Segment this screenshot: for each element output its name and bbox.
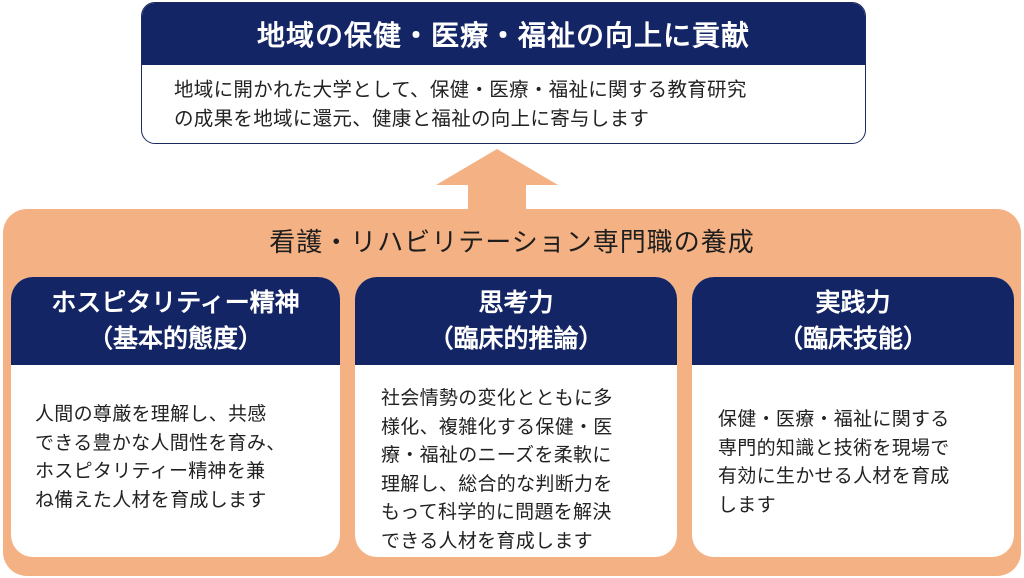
goal-box: 地域の保健・医療・福祉の向上に貢献 地域に開かれた大学として、保健・医療・福祉に… bbox=[141, 2, 866, 144]
card-hospitality: ホスピタリティー精神 （基本的態度） 人間の尊厳を理解し、共感 できる豊かな人間… bbox=[11, 277, 340, 557]
card-line: します bbox=[718, 493, 776, 516]
card-header: 思考力 （臨床的推論） bbox=[355, 277, 677, 365]
training-title: 看護・リハビリテーション専門職の養成 bbox=[269, 228, 755, 258]
goal-line: の成果を地域に還元、健康と福祉の向上に寄与します bbox=[174, 107, 650, 130]
goal-title: 地域の保健・医療・福祉の向上に貢献 bbox=[142, 3, 865, 65]
card-subtitle: （基本的態度） bbox=[87, 324, 263, 353]
card-line: できる人材を育成します bbox=[381, 529, 593, 552]
card-line: 専門的知識と技術を現場で bbox=[718, 436, 950, 459]
card-line: もって科学的に問題を解決 bbox=[381, 501, 612, 523]
card-header: ホスピタリティー精神 （基本的態度） bbox=[11, 277, 340, 365]
card-line: できる豊かな人間性を育み、 bbox=[35, 431, 286, 454]
card-subtitle: （臨床的推論） bbox=[428, 324, 604, 353]
card-title: ホスピタリティー精神 bbox=[51, 288, 300, 317]
card-title: 思考力 bbox=[478, 288, 554, 317]
card-line: 様化、複雑化する保健・医 bbox=[381, 415, 613, 438]
card-practice: 実践力 （臨床技能） 保健・医療・福祉に関する 専門的知識と技術を現場で 有効に… bbox=[692, 277, 1014, 557]
goal-description: 地域に開かれた大学として、保健・医療・福祉に関する教育研究 の成果を地域に還元、… bbox=[174, 75, 844, 133]
card-line: 保健・医療・福祉に関する bbox=[718, 408, 950, 430]
card-line: 人間の尊厳を理解し、共感 bbox=[35, 403, 267, 425]
card-thinking: 思考力 （臨床的推論） 社会情勢の変化とともに多 様化、複雑化する保健・医 療・… bbox=[355, 277, 677, 557]
card-subtitle: （臨床技能） bbox=[777, 324, 928, 353]
card-line: ね備えた人材を育成します bbox=[35, 488, 267, 511]
card-description: 保健・医療・福祉に関する 専門的知識と技術を現場で 有効に生かせる人材を育成 し… bbox=[718, 405, 998, 519]
card-description: 社会情勢の変化とともに多 様化、複雑化する保健・医 療・福祉のニーズを柔軟に 理… bbox=[381, 384, 661, 555]
card-line: 理解し、総合的な判断力を bbox=[381, 472, 613, 495]
card-line: 療・福祉のニーズを柔軟に bbox=[381, 444, 612, 466]
card-line: 有効に生かせる人材を育成 bbox=[718, 465, 950, 487]
up-arrow-icon bbox=[436, 149, 558, 213]
card-line: 社会情勢の変化とともに多 bbox=[381, 387, 613, 409]
card-header: 実践力 （臨床技能） bbox=[692, 277, 1014, 365]
card-description: 人間の尊厳を理解し、共感 できる豊かな人間性を育み、 ホスピタリティー精神を兼 … bbox=[35, 400, 324, 514]
card-title: 実践力 bbox=[815, 288, 891, 317]
goal-line: 地域に開かれた大学として、保健・医療・福祉に関する教育研究 bbox=[174, 78, 747, 101]
card-line: ホスピタリティー精神を兼 bbox=[35, 460, 266, 482]
